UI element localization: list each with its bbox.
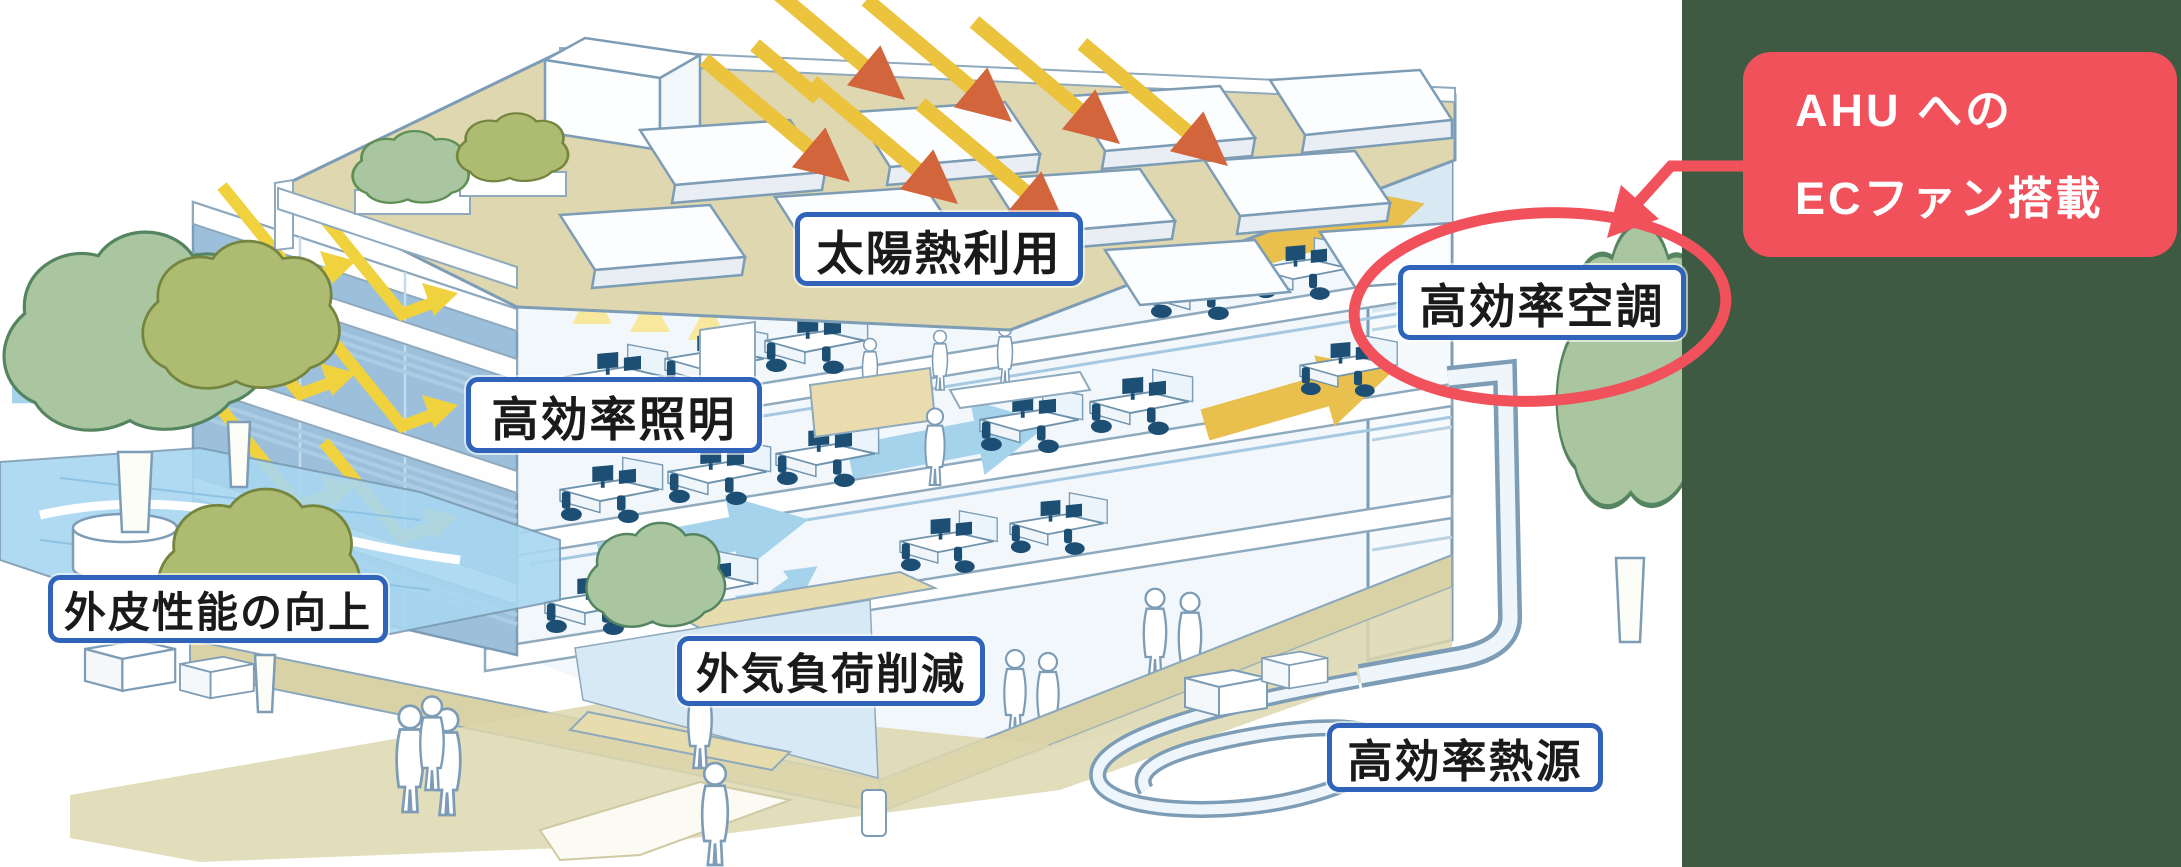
callout-arrowhead — [1607, 185, 1659, 238]
roof-hedges — [351, 111, 570, 215]
label-solar-heat: 太陽熱利用 — [795, 212, 1083, 286]
callout-line2: ECファン搭載 — [1795, 172, 2104, 224]
annotation-overlay — [1348, 160, 1745, 407]
label-efficient-lighting: 高効率照明 — [466, 377, 762, 453]
highlight-ellipse — [1348, 207, 1732, 407]
trees — [2, 224, 1713, 714]
label-efficient-heat-source: 高効率熱源 — [1327, 723, 1603, 792]
label-envelope-performance: 外皮性能の向上 — [48, 575, 388, 643]
callout-line1: AHU への — [1795, 84, 2013, 136]
label-efficient-hvac: 高効率空調 — [1398, 265, 1686, 340]
callout-ec-fan: AHU への ECファン搭載 — [1743, 52, 2177, 257]
heat-source-piping — [1089, 358, 1522, 818]
sunlight-arrows — [688, 0, 1245, 246]
label-outside-air-load: 外気負荷削減 — [677, 636, 985, 706]
callout-connector-line — [1629, 160, 1745, 211]
